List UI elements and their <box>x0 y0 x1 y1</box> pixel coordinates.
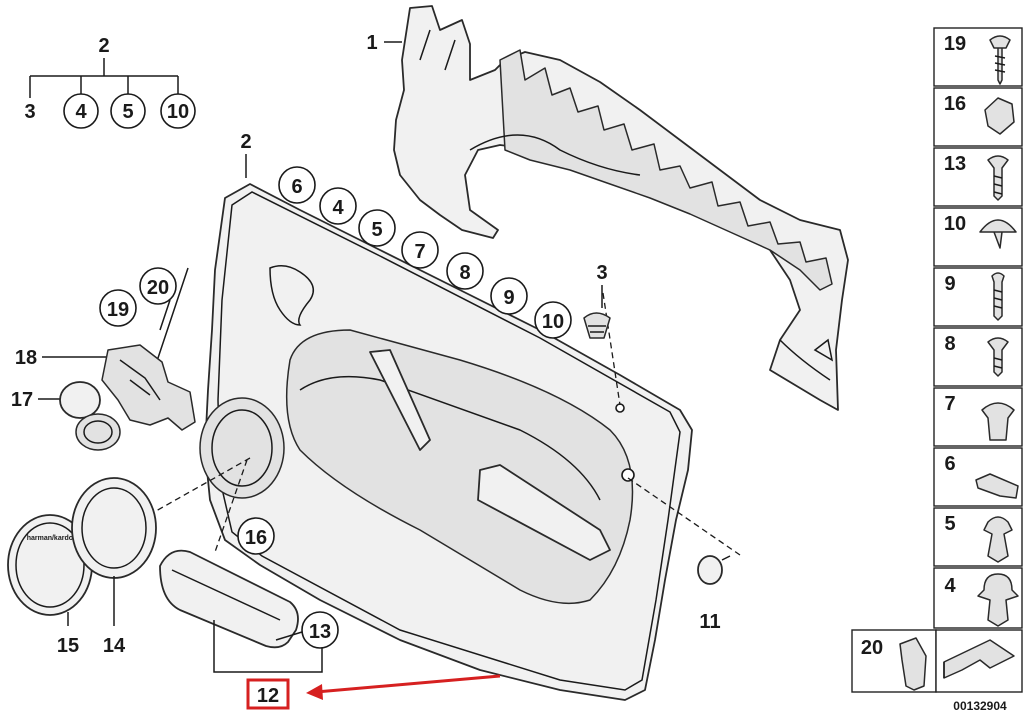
side-label-5: 5 <box>944 513 955 535</box>
side-label-19: 19 <box>944 33 966 55</box>
fastener-label-9: 9 <box>503 287 514 309</box>
side-label-4: 4 <box>944 575 956 597</box>
speaker-covers: harman/kardon 15 14 <box>7 477 157 657</box>
highlight-arrow-head <box>306 684 323 700</box>
part-11: 11 <box>697 555 731 633</box>
label-19: 19 <box>107 299 129 321</box>
group-parent-label: 2 <box>98 35 109 57</box>
label-13: 13 <box>309 621 331 643</box>
side-parts-column: 19 16 13 10 9 8 7 6 5 4 20 <box>851 27 1023 713</box>
label-17: 17 <box>11 389 33 411</box>
group-child-3: 3 <box>24 101 35 123</box>
label-18: 18 <box>15 347 37 369</box>
diagram-number: 00132904 <box>953 699 1007 713</box>
group-child-4: 4 <box>75 101 87 123</box>
fastener-label-8: 8 <box>459 262 470 284</box>
fastener-label-7: 7 <box>414 241 425 263</box>
highlight-arrow-line <box>315 674 501 694</box>
side-label-6: 6 <box>944 453 955 475</box>
label-1: 1 <box>366 32 377 54</box>
side-label-20: 20 <box>861 637 883 659</box>
group-child-5: 5 <box>122 101 133 123</box>
handle-mechanism: 19 20 18 17 <box>11 267 196 451</box>
trim-clip: 3 <box>583 262 611 339</box>
side-label-7: 7 <box>944 393 955 415</box>
panel-insulation: 1 <box>366 5 849 411</box>
fastener-row: 6 4 5 7 8 9 10 <box>278 166 572 339</box>
group-child-10: 10 <box>167 101 189 123</box>
label-11: 11 <box>699 611 720 633</box>
speaker-logo-text: harman/kardon <box>27 535 78 542</box>
fastener-label-6: 6 <box>291 176 302 198</box>
label-12: 12 <box>257 685 279 707</box>
side-label-13: 13 <box>944 153 966 175</box>
part-16: 16 <box>237 517 275 555</box>
side-label-9: 9 <box>944 273 955 295</box>
fastener-label-10: 10 <box>542 311 564 333</box>
label-3: 3 <box>596 262 607 284</box>
side-label-16: 16 <box>944 93 966 115</box>
label-20: 20 <box>147 277 169 299</box>
door-trim-panel: 2 <box>139 131 741 701</box>
highlight-box <box>246 678 290 710</box>
armrest-cover: 13 12 <box>159 549 501 710</box>
side-label-8: 8 <box>944 333 955 355</box>
fastener-label-5: 5 <box>371 219 382 241</box>
side-label-10: 10 <box>944 213 966 235</box>
label-15: 15 <box>57 635 79 657</box>
label-2: 2 <box>240 131 251 153</box>
top-left-group: 2 3 4 5 10 <box>24 35 196 129</box>
label-16: 16 <box>245 527 267 549</box>
label-14: 14 <box>103 635 126 657</box>
fastener-label-4: 4 <box>332 197 344 219</box>
